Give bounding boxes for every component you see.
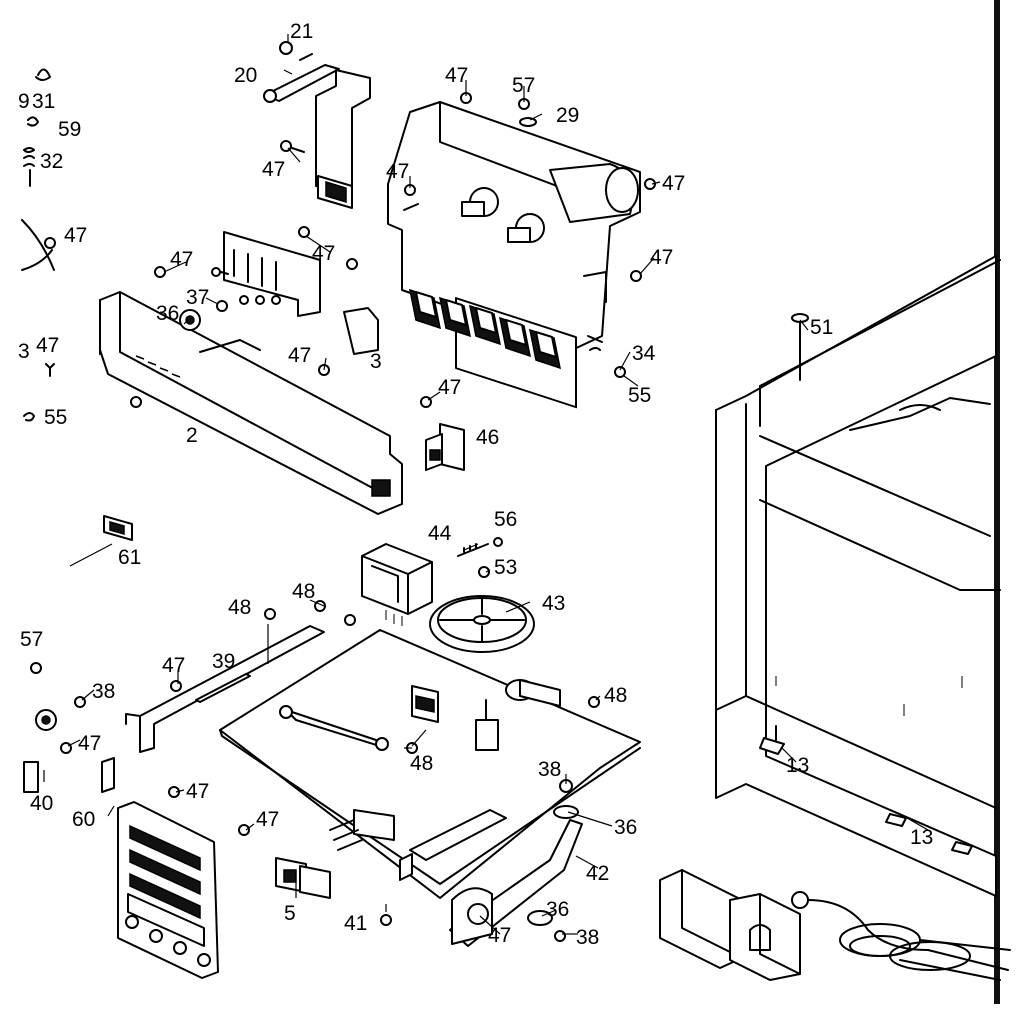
callout-47: 47 — [288, 344, 311, 367]
callout-44: 44 — [428, 522, 452, 545]
bracket-39 — [125, 625, 325, 753]
main-circuit-board — [219, 629, 641, 899]
callout-42: 42 — [586, 862, 609, 885]
callout-47: 47 — [64, 224, 87, 247]
callout-38: 38 — [92, 680, 115, 703]
callout-57: 57 — [20, 628, 43, 651]
callout-47: 47 — [438, 376, 461, 399]
callout-13: 13 — [910, 826, 933, 849]
callout-47: 47 — [170, 248, 193, 271]
clip-61 — [69, 515, 133, 567]
callout-48: 48 — [292, 580, 315, 603]
jack-panel — [117, 801, 219, 979]
callout-47: 47 — [312, 242, 335, 265]
tape-mechanism-chassis — [387, 101, 641, 409]
callout-3: 3 — [370, 350, 382, 373]
callout-53: 53 — [494, 556, 517, 579]
callout-48: 48 — [604, 684, 627, 707]
callout-labels: 21 20 47 57 29 31 9 59 32 47 47 47 47 47… — [18, 20, 933, 949]
callout-34: 34 — [632, 342, 656, 365]
callout-40: 40 — [30, 792, 53, 815]
callout-47: 47 — [78, 732, 101, 755]
callout-9-edge: 9 — [18, 90, 30, 113]
callout-47: 47 — [256, 808, 279, 831]
callout-5: 5 — [284, 902, 296, 925]
callout-47: 47 — [186, 780, 209, 803]
callout-48: 48 — [228, 596, 251, 619]
callout-60: 60 — [72, 808, 95, 831]
knob-5 — [275, 857, 331, 899]
callout-47: 47 — [262, 158, 285, 181]
callout-38: 38 — [538, 758, 561, 781]
callout-41: 41 — [344, 912, 367, 935]
callout-48: 48 — [410, 752, 433, 775]
callout-36: 36 — [546, 898, 569, 921]
callout-13: 13 — [786, 754, 809, 777]
callout-47: 47 — [488, 924, 511, 947]
callout-20: 20 — [234, 64, 257, 87]
callout-57: 57 — [512, 74, 535, 97]
callout-47: 47 — [445, 64, 468, 87]
transformer — [361, 543, 433, 626]
callout-46: 46 — [476, 426, 499, 449]
callout-51: 51 — [810, 316, 833, 339]
shaft-bracket-assembly — [263, 41, 371, 209]
callout-47: 47 — [162, 654, 185, 677]
bracket-40-60 — [23, 709, 115, 793]
callout-61: 61 — [118, 546, 141, 569]
callout-59: 59 — [58, 118, 81, 141]
callout-38: 38 — [576, 926, 599, 949]
callout-47: 47 — [662, 172, 685, 195]
connector-46 — [425, 423, 465, 471]
callout-32: 32 — [40, 150, 63, 173]
cabinet — [715, 255, 1001, 897]
leader-lines — [43, 34, 929, 935]
callout-2: 2 — [186, 424, 198, 447]
callout-55: 55 — [628, 384, 651, 407]
left-edge-spring-parts — [21, 68, 56, 422]
screws — [30, 92, 656, 942]
power-cord-assembly — [659, 869, 1011, 981]
callout-21: 21 — [290, 20, 313, 43]
flywheel-43 — [429, 595, 535, 653]
front-panel — [99, 291, 403, 515]
callout-47: 47 — [650, 246, 673, 269]
callout-47: 47 — [36, 334, 59, 357]
small-switch-board — [211, 231, 321, 317]
callout-47: 47 — [386, 160, 409, 183]
callout-55: 55 — [44, 406, 67, 429]
callout-36: 36 — [614, 816, 637, 839]
callout-37: 37 — [186, 286, 209, 309]
callout-3-edge: 3 — [18, 340, 30, 363]
callout-31: 31 — [32, 90, 55, 113]
callout-56: 56 — [494, 508, 517, 531]
callout-36: 36 — [156, 302, 179, 325]
callout-43: 43 — [542, 592, 565, 615]
callout-29: 29 — [556, 104, 579, 127]
callout-39: 39 — [212, 650, 235, 673]
